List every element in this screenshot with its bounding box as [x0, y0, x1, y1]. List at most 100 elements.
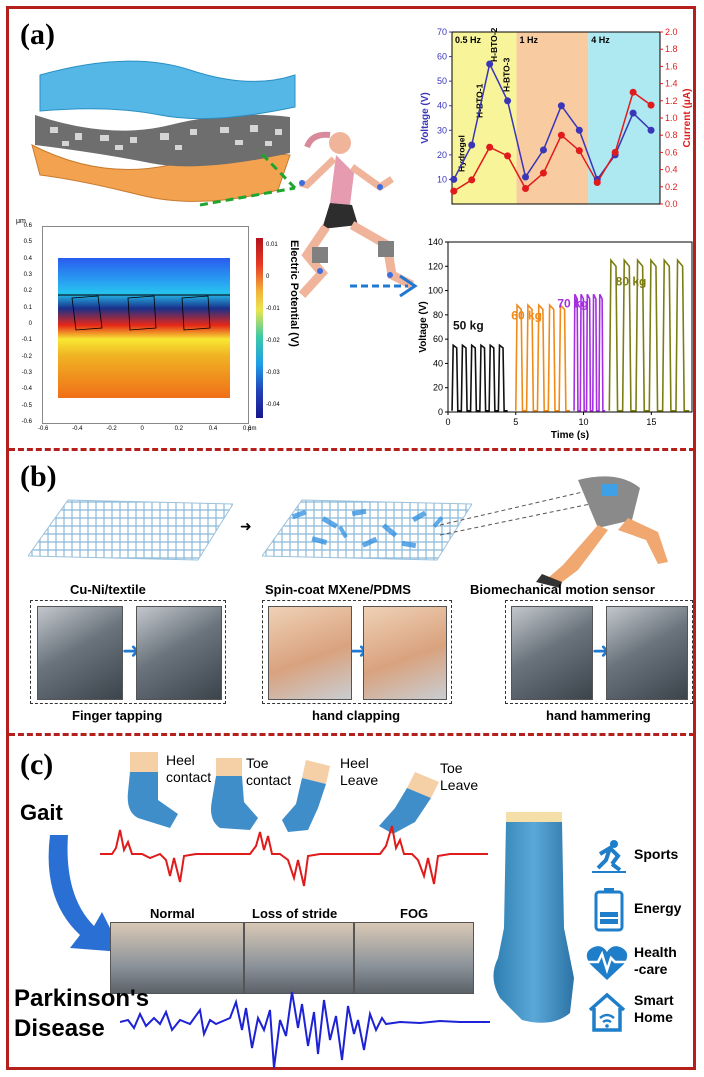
- colorbar-tick: -0.02: [266, 338, 280, 344]
- chart1-y2tick-label: 0.0: [665, 199, 678, 209]
- contour-x-tick: 0.6: [243, 426, 252, 432]
- parkinson-signal-trace: [120, 991, 490, 1069]
- chart2-series-label: 80 kg: [616, 275, 647, 289]
- gait-signal-trace: [100, 825, 488, 887]
- heel-leave-sock-icon: [282, 760, 330, 832]
- contour-y-tick: 0.3: [23, 272, 32, 278]
- contour-axes: [42, 226, 249, 424]
- smart-sock-illustration: [493, 812, 574, 1023]
- contour-y-tick: 0.1: [23, 304, 32, 311]
- chart1-current-point: [504, 152, 512, 160]
- chart1-y2tick-label: 1.6: [665, 61, 678, 71]
- caption-biomechanical-sensor: Biomechanical motion sensor: [470, 582, 655, 597]
- chart2-ytick-label: 80: [433, 310, 443, 320]
- chart1-voltage-point: [647, 126, 655, 134]
- chart1-current-point: [575, 147, 583, 155]
- label-fog: FOG: [400, 906, 429, 921]
- chart1-annotation: H-BTO-1: [474, 83, 484, 118]
- chart1-y2tick-label: 1.8: [665, 44, 678, 54]
- app-label-sports: Sports: [634, 846, 679, 862]
- hand-clapping-photo-1: [268, 606, 352, 700]
- hand-hammering-box: [505, 600, 693, 704]
- chart1-y2tick-label: 1.2: [665, 96, 678, 106]
- process-arrow-icon: ➜: [240, 518, 252, 534]
- chart2-series-label: 60 kg: [511, 309, 542, 323]
- normal-gait-photo: [110, 922, 244, 994]
- chart2-ylabel: Voltage (V): [418, 301, 429, 352]
- contour-y-tick: 0: [28, 321, 32, 327]
- panel-label-a: (a): [20, 18, 55, 51]
- arrow-icon: ➜: [122, 638, 141, 663]
- chart2-series-label: 50 kg: [453, 318, 484, 332]
- chart2-ytick-label: 0: [438, 407, 443, 417]
- colorbar-tick: 0: [266, 274, 270, 280]
- contour-x-tick: 0.4: [208, 426, 218, 432]
- chart2-ytick-label: 20: [433, 383, 443, 393]
- caption-finger-tapping: Finger tapping: [72, 708, 163, 723]
- chart1-current-point: [468, 176, 476, 184]
- chart1-region-label: 1 Hz: [520, 35, 539, 45]
- separator-ab: [9, 448, 695, 451]
- battery-icon: [594, 888, 624, 932]
- contour-y-unit: μm: [16, 218, 26, 225]
- chart1-ytick-label: 60: [437, 52, 447, 62]
- chart1-voltage-point: [468, 141, 476, 149]
- chart1-y2tick-label: 0.8: [665, 130, 678, 140]
- chart1-y2tick-label: 0.6: [665, 147, 678, 157]
- chart1-annotation: Hydrogel: [457, 135, 467, 172]
- chart1-voltage-point: [575, 126, 583, 134]
- contour-x-tick: -0.2: [106, 426, 117, 432]
- contour-y-tick: 0.6: [23, 223, 32, 229]
- colorbar: [256, 238, 263, 418]
- contour-y-tick: -0.2: [21, 353, 32, 360]
- panel-label-c: (c): [20, 748, 54, 781]
- heart-pulse-icon: [584, 944, 630, 982]
- finger-tapping-photo-1: [37, 606, 123, 700]
- mxene-textile-illustration: [262, 499, 472, 561]
- contour-y-tick: -0.6: [21, 419, 32, 425]
- chart1-current-point: [557, 131, 565, 139]
- app-label-smart-home: Smart Home: [634, 992, 674, 1025]
- chart1-region-label: 0.5 Hz: [455, 35, 482, 45]
- chart2-series-label: 70 kg: [557, 297, 588, 311]
- toe-leave-sock-icon: [379, 772, 439, 834]
- chart2-series-line: [608, 258, 690, 412]
- chart1-current-point: [522, 185, 530, 193]
- separator-bc: [9, 733, 695, 736]
- app-label-healthcare: Health -care: [634, 944, 677, 977]
- heel-contact-sock-icon: [127, 752, 178, 828]
- chart1-current-point: [539, 169, 547, 177]
- chart1-ytick-label: 20: [437, 150, 447, 160]
- chart1-current-point: [450, 187, 458, 195]
- chart2-series-line: [514, 303, 570, 412]
- chart2-xtick-label: 15: [646, 417, 656, 427]
- hand-clapping-box: [262, 600, 452, 704]
- chart1-annotation: H-BTO-2: [489, 27, 499, 62]
- caption-hand-clapping: hand clapping: [312, 708, 401, 723]
- contour-y-tick: -0.5: [21, 402, 32, 409]
- zoom-callout-lines: [440, 487, 601, 536]
- chart2-ytick-label: 100: [428, 286, 443, 296]
- chart1-current-point: [629, 88, 637, 96]
- chart1-voltage-point: [557, 102, 565, 110]
- contour-x-tick: 0: [140, 426, 144, 432]
- chart1-ytick-label: 30: [437, 125, 447, 135]
- hand-clapping-photo-2: [363, 606, 447, 700]
- colorbar-tick: -0.03: [266, 370, 280, 376]
- label-loss-of-stride: Loss of stride: [252, 906, 338, 921]
- chart1-current-point: [486, 143, 494, 151]
- colorbar-title: Electric Potential (V): [288, 240, 300, 347]
- figure-frame: [6, 6, 696, 1070]
- contour-field: [58, 258, 230, 398]
- contour-x-unit: μm: [248, 426, 257, 432]
- chart1-ytick-label: 50: [437, 76, 447, 86]
- curved-arrow-icon: [48, 835, 122, 952]
- chart1-y2tick-label: 1.4: [665, 79, 678, 89]
- label-normal: Normal: [150, 906, 195, 921]
- chart2-series-line: [573, 293, 606, 412]
